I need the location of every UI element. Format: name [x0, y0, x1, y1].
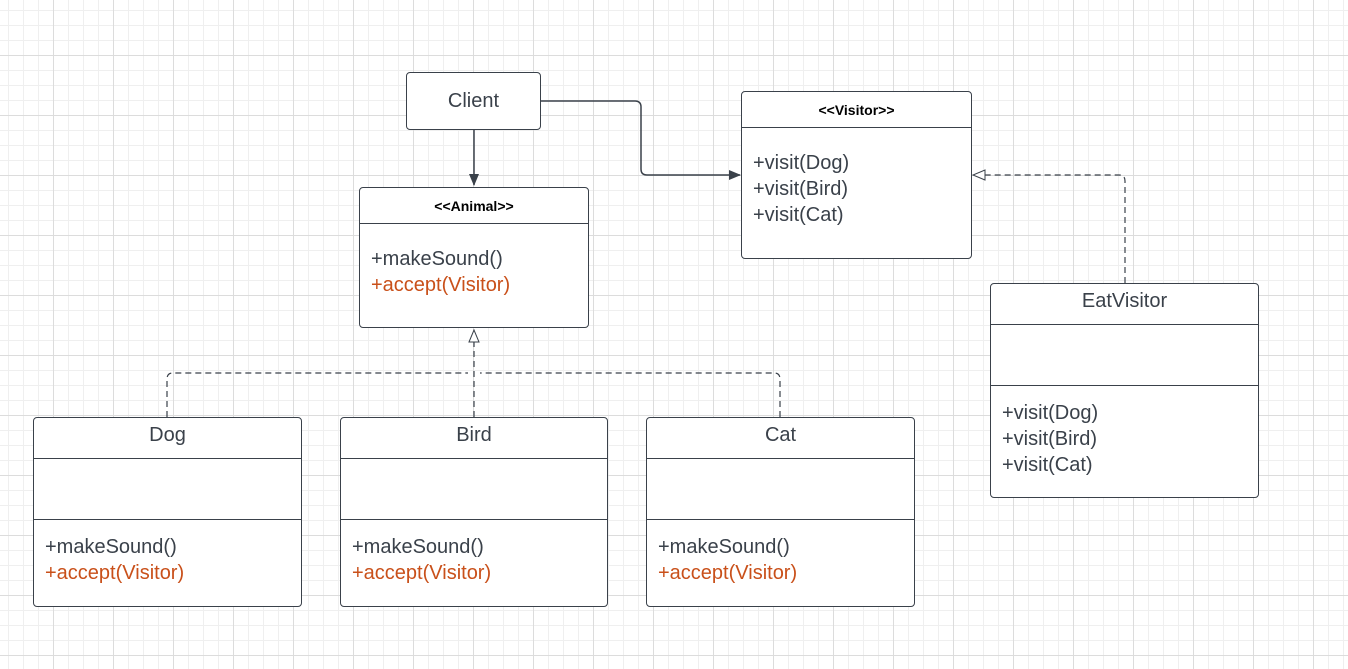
bird-methods: +makeSound() +accept(Visitor) — [341, 520, 607, 586]
bird-class-node[interactable]: Bird +makeSound() +accept(Visitor) — [340, 417, 608, 607]
dog-attributes — [34, 459, 301, 520]
method-visit-bird: +visit(Bird) — [1002, 428, 1098, 450]
eatvisitor-class-node[interactable]: EatVisitor +visit(Dog) +visit(Bird) +vis… — [990, 283, 1259, 498]
animal-methods: +makeSound() +accept(Visitor) — [360, 224, 588, 298]
method-make-sound: +makeSound() — [45, 536, 177, 558]
visitor-methods: +visit(Dog) +visit(Bird) +visit(Cat) — [742, 128, 971, 228]
eatvisitor-realization-arrow — [973, 175, 1126, 283]
eatvisitor-methods: +visit(Dog) +visit(Bird) +visit(Cat) — [991, 386, 1258, 478]
method-make-sound: +makeSound() — [352, 536, 484, 558]
method-accept: +accept(Visitor) — [371, 274, 511, 296]
method-make-sound: +makeSound() — [658, 536, 790, 558]
dog-class-node[interactable]: Dog +makeSound() +accept(Visitor) — [33, 417, 302, 607]
dog-realization-line — [166, 372, 468, 417]
bird-attributes — [341, 459, 607, 520]
cat-methods: +makeSound() +accept(Visitor) — [647, 520, 914, 586]
method-visit-cat: +visit(Cat) — [1002, 454, 1093, 476]
method-make-sound: +makeSound() — [371, 248, 503, 270]
client-node[interactable]: Client — [406, 72, 541, 130]
cat-name: Cat — [647, 418, 914, 459]
bird-name: Bird — [341, 418, 607, 459]
method-visit-bird: +visit(Bird) — [753, 178, 849, 200]
method-accept: +accept(Visitor) — [352, 562, 492, 584]
animal-interface-node[interactable]: <<Animal>> +makeSound() +accept(Visitor) — [359, 187, 589, 328]
visitor-interface-node[interactable]: <<Visitor>> +visit(Dog) +visit(Bird) +vi… — [741, 91, 972, 259]
method-accept: +accept(Visitor) — [45, 562, 185, 584]
method-accept: +accept(Visitor) — [658, 562, 798, 584]
method-visit-dog: +visit(Dog) — [1002, 402, 1099, 424]
eatvisitor-attributes — [991, 325, 1258, 386]
cat-attributes — [647, 459, 914, 520]
animal-stereotype: <<Animal>> — [360, 188, 588, 224]
visitor-stereotype: <<Visitor>> — [742, 92, 971, 128]
dog-name: Dog — [34, 418, 301, 459]
eatvisitor-name: EatVisitor — [991, 284, 1258, 325]
method-visit-cat: +visit(Cat) — [753, 204, 844, 226]
client-to-visitor-arrow — [541, 100, 741, 180]
cat-class-node[interactable]: Cat +makeSound() +accept(Visitor) — [646, 417, 915, 607]
dog-methods: +makeSound() +accept(Visitor) — [34, 520, 301, 586]
cat-realization-line — [480, 372, 781, 417]
method-visit-dog: +visit(Dog) — [753, 152, 850, 174]
client-label: Client — [447, 89, 500, 112]
